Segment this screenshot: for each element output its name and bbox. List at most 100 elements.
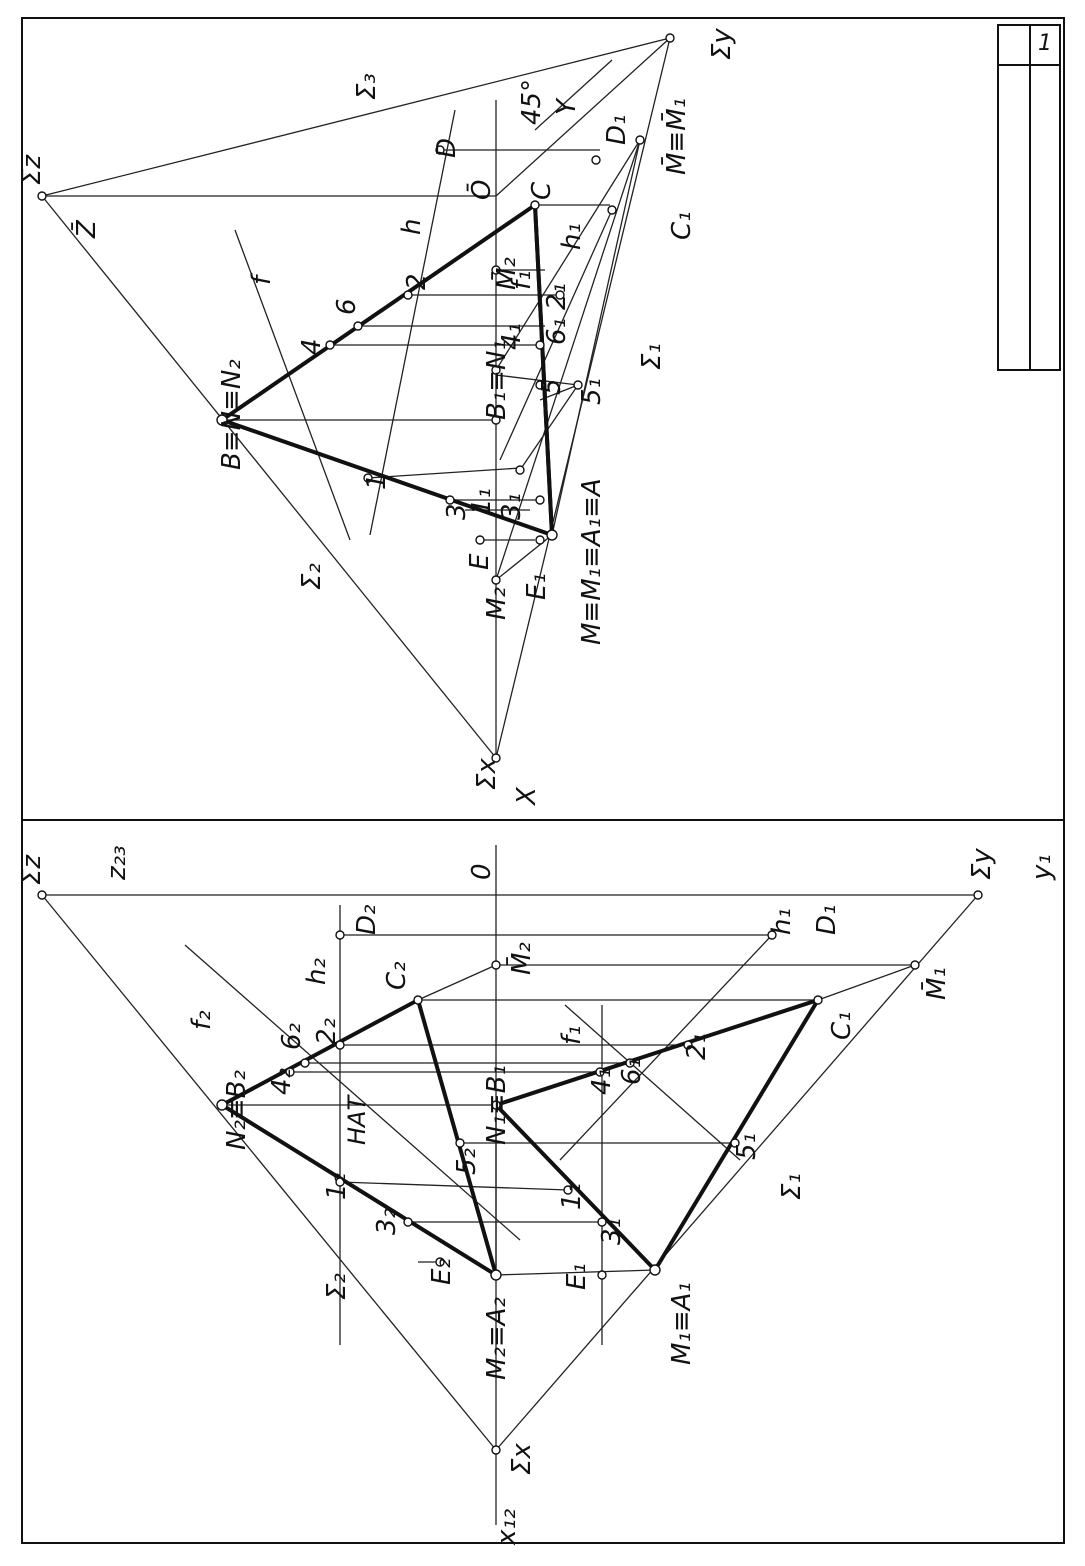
label-sigma-y: Σy bbox=[707, 28, 737, 60]
label-z23: z₂₃ bbox=[102, 846, 132, 882]
label-d2: D₂ bbox=[352, 905, 382, 935]
c1-m1bar bbox=[817, 964, 916, 1001]
label-nat: НАТ bbox=[343, 1094, 371, 1145]
label-h2: h₂ bbox=[302, 958, 332, 985]
label-m1bar: M̄₁ bbox=[920, 967, 952, 1000]
label-h: h bbox=[397, 219, 427, 235]
label-y: Y bbox=[552, 97, 582, 115]
line-f2 bbox=[184, 944, 521, 1241]
label-origin: 0 bbox=[467, 863, 497, 880]
label-4-1: 4₁ bbox=[497, 323, 527, 350]
label-6: 6 bbox=[332, 298, 362, 315]
sheet-number: 1 bbox=[1038, 31, 1052, 56]
label-1: 1 bbox=[362, 473, 392, 490]
label-f2: f₂ bbox=[187, 1010, 217, 1030]
label-h1: h₁ bbox=[557, 223, 587, 250]
label-m2: M₂ bbox=[482, 587, 512, 620]
label-6-2: 6₂ bbox=[277, 1023, 307, 1050]
label-5-1: 5₁ bbox=[577, 378, 607, 405]
label-e2: E₂ bbox=[427, 1258, 457, 1285]
label-sigma-2: Σ₂ bbox=[297, 563, 327, 590]
label-c2: C₂ bbox=[382, 961, 412, 990]
label-3-1: 3₁ bbox=[497, 493, 527, 520]
label-n1-b1: N₁≡B₁ bbox=[482, 1065, 512, 1145]
triangle-horizontal bbox=[494, 996, 823, 1274]
edge-ac-proj bbox=[533, 204, 554, 536]
label-4-2: 4₂ bbox=[267, 1068, 297, 1095]
label-5-2: 5₂ bbox=[452, 1148, 482, 1175]
label-x: X bbox=[512, 786, 542, 807]
label-sigma-x: Σx bbox=[472, 758, 502, 790]
label-5: 5 bbox=[537, 378, 567, 395]
label-b1-n1: B₁≡N₁ bbox=[482, 340, 512, 420]
triangle-frontal bbox=[220, 997, 500, 1280]
c2-m2bar bbox=[417, 964, 497, 1001]
label-4: 4 bbox=[297, 338, 327, 355]
outer-frame bbox=[21, 17, 1065, 1544]
label-mbar-m1: M̄≡M̄₁ bbox=[660, 98, 692, 175]
line-f bbox=[234, 229, 351, 541]
label-f1: f₁ bbox=[507, 270, 537, 290]
label-3-1-left: 3₁ bbox=[597, 1218, 627, 1245]
label-m1-a1: M₁≡A₁ bbox=[667, 1282, 697, 1365]
left-points bbox=[37, 890, 983, 1455]
label-n2-b2: N₂≡B₂ bbox=[222, 1070, 252, 1150]
label-sigma-x-left: Σx bbox=[507, 1443, 537, 1475]
label-3: 3 bbox=[442, 503, 472, 520]
right-labels: Σz Z̄ Σ₃ Σy M̄≡M̄₁ 45° Y D D₁ Ō C C₁ h h… bbox=[17, 28, 737, 807]
label-d: D bbox=[432, 138, 462, 158]
label-h1-left: h₁ bbox=[767, 908, 797, 935]
label-4-1-left: 4₁ bbox=[587, 1068, 617, 1095]
label-m2bar-left: M̄₂ bbox=[505, 942, 537, 975]
trace-sigma3 bbox=[41, 37, 671, 197]
line-h bbox=[369, 109, 456, 536]
label-b-n-n2: B≡N≡N₂ bbox=[217, 359, 247, 470]
right-points bbox=[37, 33, 675, 763]
label-m2bar: M̄₂ bbox=[490, 257, 522, 290]
left-view: Σz z₂₃ 0 Σy y₁ x₁₂ Σx Σ₁ Σ₂ N₂≡B₂ M₂≡A₂ … bbox=[17, 845, 1057, 1546]
label-f1-left: f₁ bbox=[557, 1025, 587, 1045]
label-e1: E₁ bbox=[522, 573, 552, 600]
left-labels: Σz z₂₃ 0 Σy y₁ x₁₂ Σx Σ₁ Σ₂ N₂≡B₂ M₂≡A₂ … bbox=[17, 846, 1057, 1547]
label-2-1-left: 2₁ bbox=[682, 1033, 712, 1060]
label-sigma-y-left: Σy bbox=[967, 848, 997, 880]
trace-sigma2 bbox=[41, 894, 497, 1451]
label-sigma-1: Σ₁ bbox=[637, 343, 667, 370]
projection-lines bbox=[222, 139, 641, 581]
left-projection-lines bbox=[222, 934, 915, 1276]
label-e1-left: E₁ bbox=[562, 1263, 592, 1290]
label-1-1: 1₁ bbox=[467, 488, 497, 515]
label-2-2: 2₂ bbox=[312, 1018, 342, 1045]
label-3-2: 3₂ bbox=[372, 1208, 402, 1235]
label-m-chain: M≡M₁≡A₁≡A bbox=[577, 478, 607, 645]
label-d1-left: D₁ bbox=[812, 905, 842, 935]
label-x12: x₁₂ bbox=[492, 1509, 522, 1546]
label-6-1-left: 6₁ bbox=[617, 1058, 647, 1085]
label-c1: C₁ bbox=[667, 211, 697, 240]
label-sigma-z-left: Σz bbox=[17, 854, 47, 885]
label-1-2: 1₂ bbox=[322, 1173, 352, 1200]
label-c1-left: C₁ bbox=[827, 1011, 857, 1040]
label-y1: y₁ bbox=[1027, 854, 1057, 881]
label-sigma-z: Σz bbox=[17, 154, 47, 185]
label-e: E bbox=[465, 553, 495, 570]
label-angle: 45° bbox=[517, 79, 547, 125]
label-sigma-2-left: Σ₂ bbox=[322, 1273, 352, 1300]
label-5-1-left: 5₁ bbox=[732, 1133, 762, 1160]
frame: 1 bbox=[21, 17, 1065, 1544]
line-perp bbox=[564, 1004, 741, 1161]
label-sigma-1-left: Σ₁ bbox=[777, 1173, 807, 1200]
label-zbar: Z̄ bbox=[70, 219, 102, 239]
trace-sigma1 bbox=[495, 894, 979, 1451]
label-1-1-left: 1₁ bbox=[557, 1183, 587, 1210]
label-m2-a2: M₂≡A₂ bbox=[482, 1297, 512, 1380]
label-c: C bbox=[527, 181, 557, 200]
label-2-1: 2₁ bbox=[542, 283, 572, 310]
angle-line bbox=[534, 59, 613, 131]
label-6-1: 6₁ bbox=[542, 318, 572, 345]
label-sigma-3: Σ₃ bbox=[352, 73, 382, 100]
right-view: Σz Z̄ Σ₃ Σy M̄≡M̄₁ 45° Y D D₁ Ō C C₁ h h… bbox=[17, 28, 737, 807]
label-d1: D₁ bbox=[602, 115, 632, 145]
label-2: 2 bbox=[402, 273, 432, 290]
